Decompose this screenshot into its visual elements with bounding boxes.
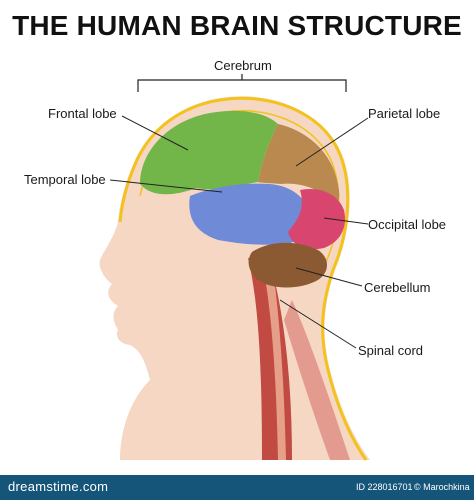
temporal-lobe-shape xyxy=(189,183,311,245)
occipital-lobe-shape xyxy=(288,188,346,250)
brand-logo: dreamstime.com xyxy=(8,479,109,494)
temporal-lobe-pointer xyxy=(109,179,223,193)
spinal-cord-pointer xyxy=(279,299,357,349)
parietal-lobe-label: Parietal lobe xyxy=(368,106,441,121)
page-title: THE HUMAN BRAIN STRUCTURE xyxy=(12,10,462,41)
spinal-cord-label: Spinal cord xyxy=(358,343,424,358)
cerebellum-pointer xyxy=(295,267,363,287)
frontal-lobe-shape xyxy=(140,110,278,195)
occipital-lobe-pointer xyxy=(323,217,369,225)
skull-outline xyxy=(118,96,368,461)
cerebellum-shape xyxy=(248,242,327,288)
cerebellum-label: Cerebellum xyxy=(364,280,431,295)
author-credit: © Marochkina xyxy=(414,482,470,492)
throat-shape xyxy=(284,300,350,460)
occipital-lobe-label: Occipital lobe xyxy=(368,217,447,232)
cerebrum-bracket xyxy=(137,74,347,92)
image-id: ID 228016701 xyxy=(356,482,413,492)
temporal-lobe-label: Temporal lobe xyxy=(24,172,106,187)
brain-diagram xyxy=(99,74,370,461)
footer-bar: dreamstime.com ID 228016701 © Marochkina xyxy=(0,475,474,500)
cerebrum-label: Cerebrum xyxy=(214,58,272,73)
parietal-lobe-pointer xyxy=(295,117,369,167)
frontal-lobe-label: Frontal lobe xyxy=(48,106,117,121)
frontal-lobe-pointer xyxy=(121,115,189,151)
spinal-cord-inner xyxy=(262,262,286,460)
